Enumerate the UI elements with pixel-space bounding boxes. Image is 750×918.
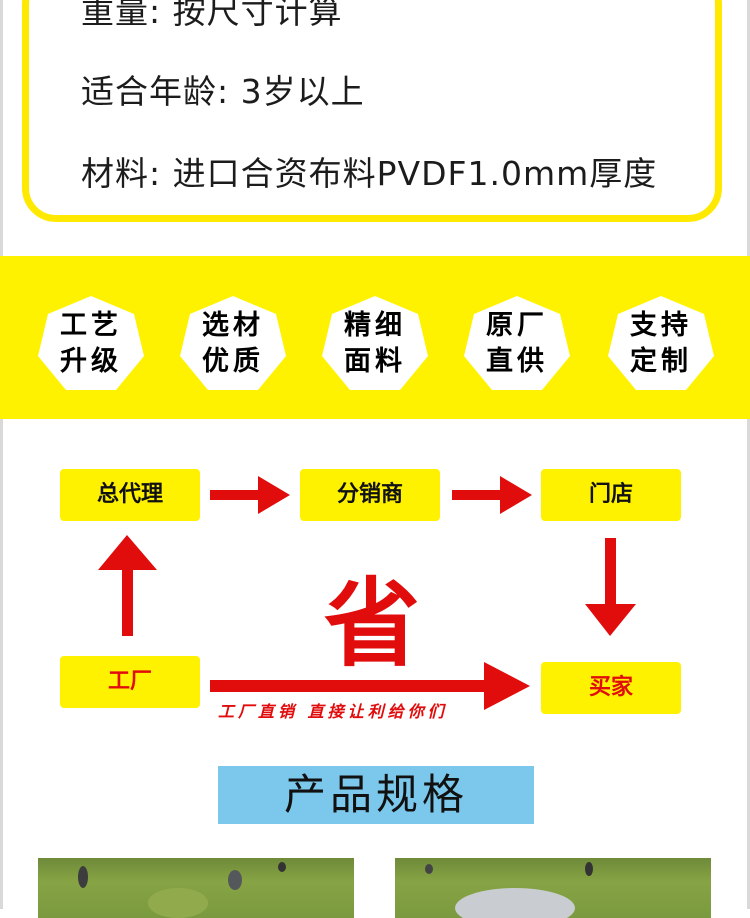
arrow-right-icon [210,662,530,710]
page-frame-left [0,0,3,909]
factory-box: 工厂 [60,656,200,708]
material-line: 材料: 进口合资布料PVDF1.0mm厚度 [81,154,658,193]
heptagon-icon [180,296,286,390]
product-spec-title: 产品规格 [218,766,534,824]
distributor-box: 分销商 [300,469,440,521]
direct-sale-slogan: 工厂直销 直接让利给你们 [218,702,448,721]
heptagon-icon [322,296,428,390]
feature-label: 精细面料 [344,310,406,377]
feature-band: 工艺升级 选材优质 精细面料 原厂直供 支持定制 [0,256,750,419]
heptagon-icon [608,296,714,390]
feature-badge-craft: 工艺升级 [36,294,146,392]
arrow-down-icon [585,538,636,636]
product-info-card: 重量: 按尺寸计算 适合年龄: 3岁以上 材料: 进口合资布料PVDF1.0mm… [22,0,722,222]
save-character: 省 [324,568,420,680]
feature-label: 选材优质 [202,310,264,377]
arrow-up-icon [98,535,157,636]
feature-label: 工艺升级 [60,310,122,377]
arrow-right-icon [210,476,290,514]
feature-label: 原厂直供 [486,310,548,377]
feature-badge-fabric: 精细面料 [320,294,430,392]
feature-badge-custom: 支持定制 [606,294,716,392]
age-line: 适合年龄: 3岁以上 [81,72,365,111]
store-box: 门店 [541,469,681,521]
product-photo-left [38,858,354,918]
page-frame-right [747,0,750,909]
general-agent-box: 总代理 [60,469,200,521]
buyer-box: 买家 [541,662,681,714]
product-photo-right [395,858,711,918]
feature-badge-factory: 原厂直供 [462,294,572,392]
weight-line: 重量: 按尺寸计算 [81,0,343,31]
heptagon-icon [464,296,570,390]
arrow-right-icon [452,476,532,514]
feature-badge-material: 选材优质 [178,294,288,392]
heptagon-icon [38,296,144,390]
feature-label: 支持定制 [630,310,692,377]
